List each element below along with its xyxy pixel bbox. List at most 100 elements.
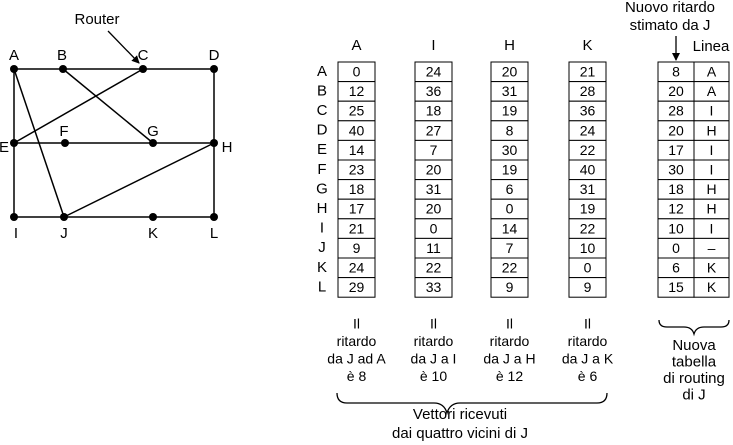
new-table-caption: di J <box>682 386 705 403</box>
new-table-brace <box>658 319 730 337</box>
vector-cell: 7 <box>430 142 438 158</box>
node-label-c: C <box>138 47 149 64</box>
new-line-cell: – <box>708 240 716 256</box>
vector-cell: 21 <box>349 220 365 236</box>
vector-cell: 36 <box>580 103 596 119</box>
vector-cell: 31 <box>502 83 518 99</box>
link-a-j <box>13 68 65 218</box>
vector-cell: 0 <box>353 64 361 80</box>
vector-cell: 22 <box>580 220 596 236</box>
vector-caption-line: ritardo <box>414 333 454 349</box>
vector-cell: 10 <box>580 240 596 256</box>
new-line-cell: K <box>707 260 717 276</box>
node-label-a: A <box>9 47 19 64</box>
vector-cell-box <box>414 277 453 298</box>
received-vectors-caption: Vettori ricevuti <box>413 406 507 423</box>
new-line-cell: A <box>707 83 717 99</box>
vector-cell: 25 <box>349 103 365 119</box>
new-delay-cell: 10 <box>668 220 684 236</box>
row-label-l: L <box>318 278 326 295</box>
router-callout-arrow <box>107 30 140 64</box>
vector-cell: 22 <box>426 260 442 276</box>
vector-cell: 9 <box>353 240 361 256</box>
vector-cell: 19 <box>502 103 518 119</box>
vector-cell: 29 <box>349 279 365 295</box>
vector-cell: 20 <box>426 201 442 217</box>
vector-cell: 7 <box>506 240 514 256</box>
vector-cell: 24 <box>349 260 365 276</box>
vector-cell: 17 <box>349 201 365 217</box>
vector-caption-line: Il <box>430 316 437 332</box>
vector-caption-line: Il <box>353 316 360 332</box>
node-label-h: H <box>222 139 233 156</box>
new-line-header: Linea <box>693 38 730 55</box>
node-label-l: L <box>210 225 218 242</box>
new-line-cell: I <box>710 103 714 119</box>
node-label-k: K <box>148 225 158 242</box>
new-line-cell: I <box>710 142 714 158</box>
vector-caption-line: ritardo <box>568 333 608 349</box>
received-vectors-brace <box>336 392 608 416</box>
node-label-i: I <box>14 225 18 242</box>
vector-cell: 36 <box>426 83 442 99</box>
row-label-d: D <box>317 122 328 139</box>
node-label-f: F <box>59 123 68 140</box>
new-delay-header: Nuovo ritardo <box>625 0 715 16</box>
new-delay-cell: 20 <box>668 83 684 99</box>
row-label-a: A <box>317 63 327 80</box>
router-node-c <box>139 65 147 73</box>
vector-cell: 24 <box>580 122 596 138</box>
vector-cell: 33 <box>426 279 442 295</box>
new-delay-header: stimato da J <box>630 17 711 34</box>
link-j-h <box>63 142 215 218</box>
vector-cell: 22 <box>580 142 596 158</box>
vector-caption-line: è 8 <box>347 368 367 384</box>
vector-cell: 31 <box>580 181 596 197</box>
row-label-b: B <box>317 82 327 99</box>
vector-cell: 28 <box>580 83 596 99</box>
new-delay-cell: 6 <box>672 260 680 276</box>
new-delay-cell: 15 <box>668 279 684 295</box>
vector-caption-line: da J a H <box>483 351 535 367</box>
vector-cell: 19 <box>502 162 518 178</box>
vector-cell: 19 <box>580 201 596 217</box>
new-delay-cell: 0 <box>672 240 680 256</box>
vector-caption-line: Il <box>506 316 513 332</box>
vector-cell: 6 <box>506 181 514 197</box>
router-node-k <box>149 213 157 221</box>
router-node-i <box>10 213 18 221</box>
new-line-cell: H <box>706 122 716 138</box>
vector-cell: 0 <box>584 260 592 276</box>
node-label-j: J <box>60 225 68 242</box>
new-delay-cell: 30 <box>668 162 684 178</box>
new-table-caption: Nuova <box>672 337 716 354</box>
vector-caption-line: ritardo <box>490 333 530 349</box>
vector-caption-line: è 12 <box>496 368 523 384</box>
new-delay-cell: 8 <box>672 64 680 80</box>
vector-cell: 14 <box>349 142 365 158</box>
link-c-e <box>13 68 144 144</box>
new-line-cell: K <box>707 279 717 295</box>
router-node-d <box>210 65 218 73</box>
vector-cell: 30 <box>502 142 518 158</box>
new-line-cell: H <box>706 201 716 217</box>
router-node-j <box>60 213 68 221</box>
vector-cell: 22 <box>502 260 518 276</box>
router-node-f <box>61 139 69 147</box>
row-label-k: K <box>317 259 327 276</box>
vector-cell: 20 <box>426 162 442 178</box>
vector-caption-line: da J a K <box>562 351 614 367</box>
vector-cell: 9 <box>584 279 592 295</box>
vector-cell: 40 <box>349 122 365 138</box>
new-delay-cell: 18 <box>668 181 684 197</box>
received-vectors-caption: dai quattro vicini di J <box>392 425 528 442</box>
vector-cell: 9 <box>506 279 514 295</box>
vector-cell: 8 <box>506 122 514 138</box>
node-label-g: G <box>147 123 159 140</box>
row-label-j: J <box>318 239 326 256</box>
router-callout-label: Router <box>74 11 119 28</box>
node-label-b: B <box>57 47 67 64</box>
vector-cell: 27 <box>426 122 442 138</box>
